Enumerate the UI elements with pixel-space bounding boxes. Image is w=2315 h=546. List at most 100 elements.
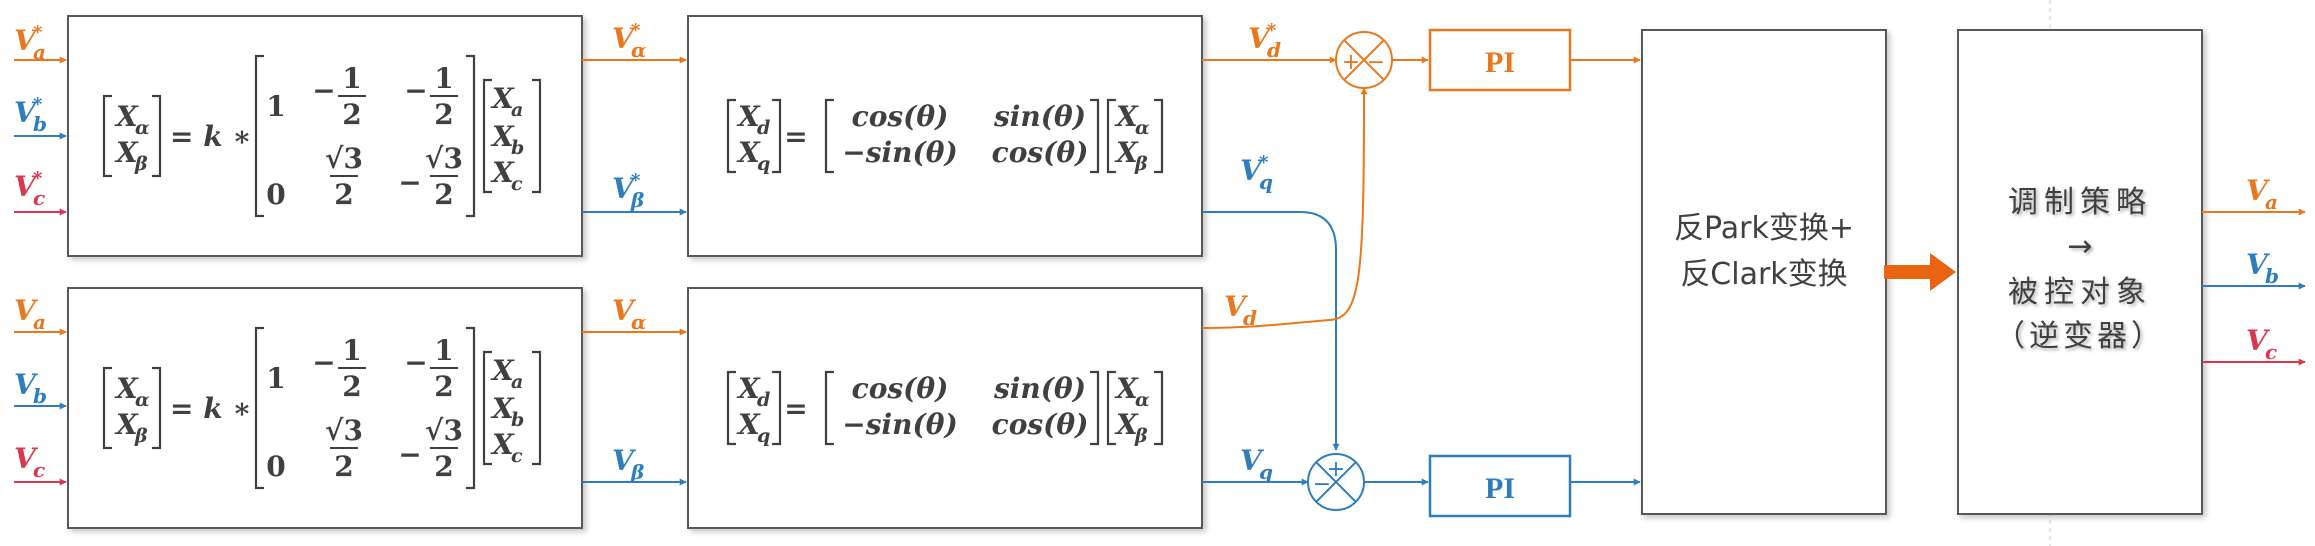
bracket-left: [254, 326, 264, 490]
signal-sub: β: [630, 188, 644, 212]
signal-sub: c: [33, 458, 45, 482]
park-m22: cos(θ): [992, 136, 1089, 169]
clark-m23-sign: −: [398, 438, 421, 471]
modulation-line1: 调制策略: [2008, 185, 2152, 220]
park-block-bottom: [687, 287, 1203, 529]
clark-v-b: X: [490, 392, 515, 425]
signal-base: V: [2246, 248, 2271, 281]
signal-label-valpha-ref: Vα*: [612, 20, 646, 62]
signal-sub: c: [33, 186, 45, 210]
modulation-line2: 被控对象: [2008, 275, 2152, 310]
clark-m12-num: 1: [342, 62, 361, 95]
signal-label-va-ref: Va*: [14, 22, 46, 64]
modulation-arrow: →: [2067, 229, 2092, 264]
signal-base: V: [1248, 22, 1273, 55]
signal-label-vb: Vb: [14, 368, 47, 408]
park-v-bot-sub: β: [1134, 425, 1148, 447]
signal-base: V: [14, 368, 39, 401]
clark-v-a-sub: a: [511, 99, 523, 121]
clark-m13-den: 2: [434, 98, 453, 131]
park-eq-sign: =: [784, 120, 807, 153]
clark-lhs-top-sub: α: [135, 389, 150, 411]
signal-sub: b: [33, 112, 47, 136]
clark-m23-sign: −: [398, 166, 421, 199]
bracket-right: [466, 54, 476, 218]
summing-top-plus: +: [1342, 50, 1360, 75]
park-v-top-sub: α: [1135, 389, 1150, 411]
bracket-right: [532, 350, 542, 466]
signal-base: V: [14, 24, 39, 57]
park-lhs-top: X: [736, 100, 761, 133]
pi-block-top: [1428, 28, 1572, 92]
park-m12: sin(θ): [993, 100, 1086, 133]
inverse-transform-line2: 反Clark变换: [1680, 257, 1847, 292]
signal-label-out-va: Va: [2246, 174, 2278, 214]
signal-label-va: Va: [14, 294, 46, 334]
clark-v-c: X: [490, 156, 515, 189]
signal-base: V: [14, 96, 39, 129]
park-lhs-bot-sub: q: [757, 153, 770, 175]
signal-label-vbeta: Vβ: [612, 444, 644, 484]
bracket-right: [1154, 370, 1164, 446]
clark-m13-sign: −: [404, 346, 427, 379]
signal-sup: *: [631, 20, 641, 41]
clark-eq-sign: = k ∗: [170, 392, 252, 425]
park-v-bot: X: [1114, 408, 1139, 441]
signal-sup: *: [33, 22, 43, 43]
clark-m13-den: 2: [434, 370, 453, 403]
signal-sup: *: [631, 170, 641, 191]
bracket-right: [772, 98, 782, 174]
signal-label-out-vb: Vb: [2246, 248, 2279, 288]
signal-sub: α: [631, 310, 646, 334]
signal-label-valpha: Vα: [612, 294, 646, 334]
signal-label-vq: Vq: [1240, 444, 1273, 484]
clark-m21: 0: [266, 178, 285, 211]
clark-lhs-bot: X: [114, 408, 139, 441]
bracket-left: [824, 370, 834, 446]
inverse-transform-line1: 反Park变换+: [1674, 211, 1854, 246]
clark-m12-sign: −: [312, 74, 335, 107]
signal-base: V: [2246, 174, 2271, 207]
signal-sub: a: [33, 310, 46, 334]
clark-m13-num: 1: [434, 62, 453, 95]
signal-base: V: [2246, 324, 2271, 357]
pi-top-label: PI: [1485, 46, 1515, 79]
signal-sub: b: [2265, 264, 2279, 288]
signal-base: V: [1240, 444, 1265, 477]
bracket-right: [1090, 98, 1100, 174]
park-m12: sin(θ): [993, 372, 1086, 405]
bracket-right: [772, 370, 782, 446]
bracket-right: [466, 326, 476, 490]
clark-lhs-bot-sub: β: [134, 153, 148, 175]
clark-m12-sign: −: [312, 346, 335, 379]
park-m11: cos(θ): [852, 372, 949, 405]
clark-lhs-top: X: [114, 100, 139, 133]
bracket-right: [152, 366, 162, 450]
clark-v-b-sub: b: [511, 137, 524, 159]
summing-bottom-minus: −: [1313, 472, 1331, 497]
inverse-transform-block: [1641, 29, 1887, 515]
clark-m22-num: √3: [325, 142, 363, 175]
park-lhs-bot-sub: q: [757, 425, 770, 447]
bracket-left: [726, 98, 736, 174]
clark-m13-sign: −: [404, 74, 427, 107]
signal-base: V: [1240, 154, 1265, 187]
wire-vq-ref: [1202, 211, 1340, 451]
clark-v-b-sub: b: [511, 409, 524, 431]
bracket-right: [1154, 98, 1164, 174]
signal-base: V: [14, 294, 39, 327]
big-orange-arrow: [1884, 253, 1956, 291]
park-m21: −sin(θ): [842, 136, 957, 169]
signal-label-vd: Vd: [1224, 290, 1257, 330]
signal-base: V: [14, 442, 39, 475]
clark-v-c-sub: c: [511, 173, 523, 195]
bracket-left: [102, 366, 112, 450]
signal-base: V: [612, 294, 637, 327]
bracket-left: [482, 350, 492, 466]
summing-junction-top: + −: [1335, 31, 1393, 89]
clark-m12-den: 2: [342, 98, 361, 131]
signal-label-vd-ref: Vd*: [1248, 20, 1281, 62]
park-v-bot: X: [1114, 136, 1139, 169]
